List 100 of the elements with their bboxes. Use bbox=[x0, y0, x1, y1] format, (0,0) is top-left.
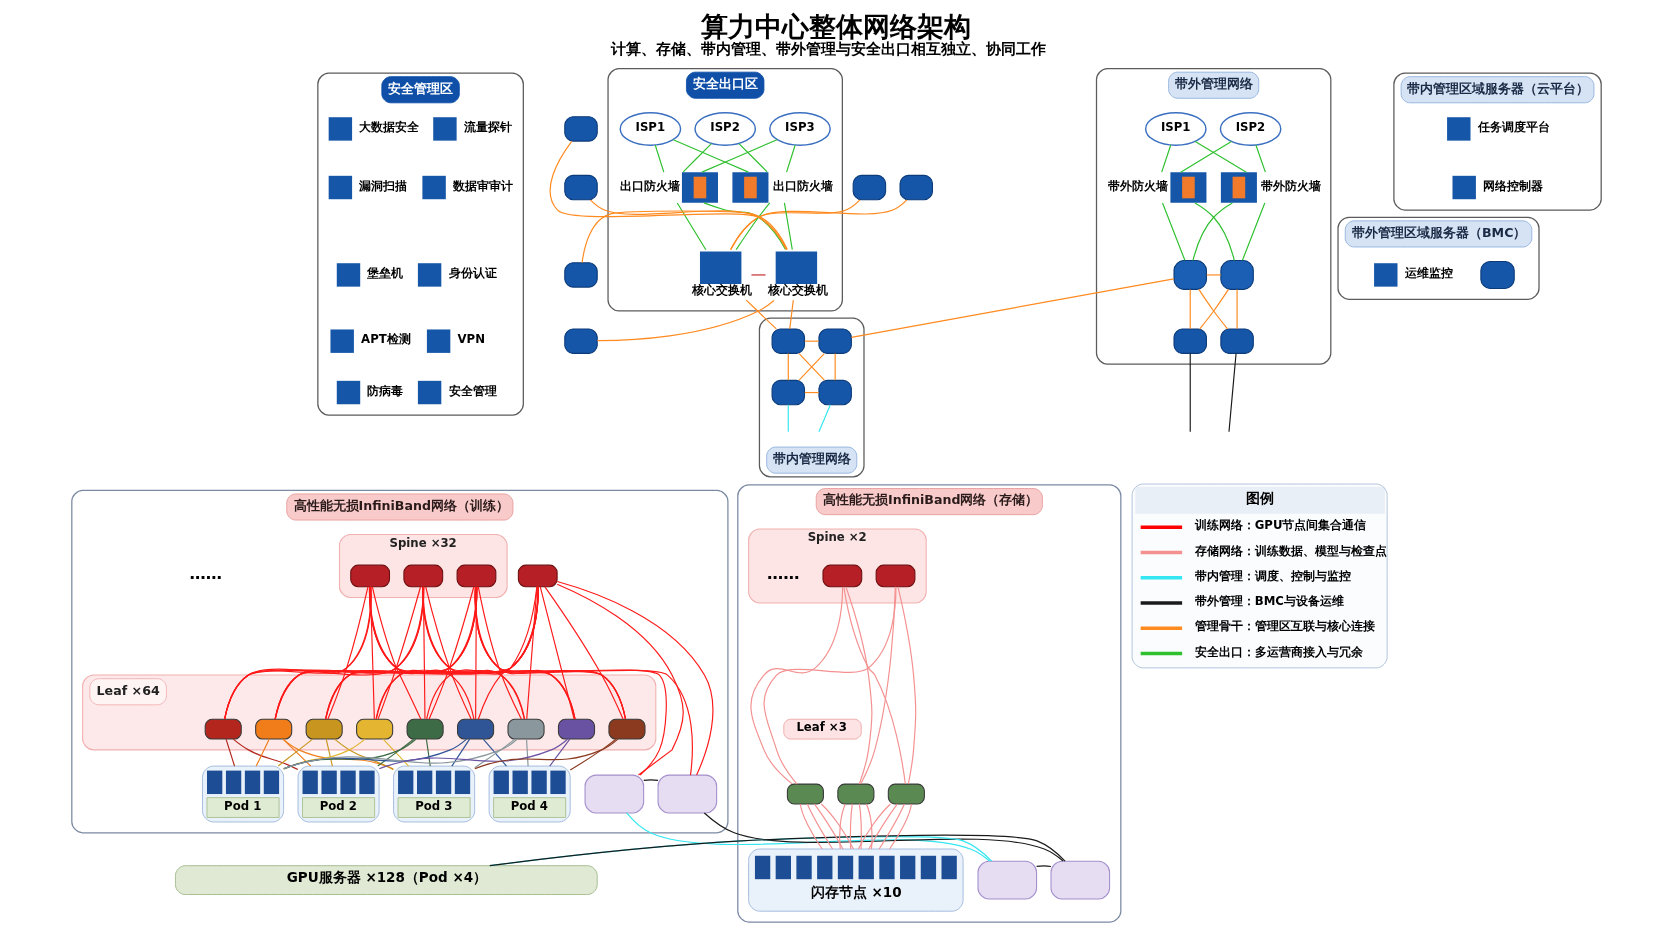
connector bbox=[474, 586, 575, 720]
node-box bbox=[817, 328, 852, 354]
node-box bbox=[1219, 328, 1254, 354]
connector bbox=[896, 586, 916, 785]
connector bbox=[333, 738, 394, 771]
connector bbox=[474, 586, 626, 720]
connector bbox=[1227, 352, 1237, 433]
node-label: 出口防火墙 bbox=[619, 178, 680, 193]
connector bbox=[749, 586, 843, 785]
connector bbox=[850, 278, 1174, 338]
node-box bbox=[426, 329, 450, 353]
connector bbox=[642, 779, 659, 781]
node-box bbox=[328, 175, 352, 200]
connector bbox=[785, 144, 796, 173]
connector bbox=[1189, 352, 1191, 433]
connector bbox=[858, 803, 862, 850]
connector bbox=[556, 583, 684, 776]
node-box bbox=[771, 328, 805, 354]
connector bbox=[421, 586, 525, 720]
connector bbox=[857, 803, 891, 850]
legend-label: 训练网络：GPU节点间集合通信 bbox=[1194, 518, 1366, 533]
connector bbox=[326, 586, 368, 720]
connector bbox=[838, 803, 846, 850]
connector bbox=[376, 738, 414, 767]
cluster: Spine ×32 bbox=[338, 533, 508, 599]
connector bbox=[477, 586, 522, 720]
node-label: 带外防火墙 bbox=[1107, 178, 1168, 193]
connector bbox=[382, 738, 409, 767]
node-ellipse: ISP2 bbox=[693, 112, 756, 146]
connector bbox=[788, 299, 794, 330]
node-box bbox=[1172, 328, 1207, 354]
node-box bbox=[836, 783, 874, 805]
node-box bbox=[417, 263, 441, 287]
connector bbox=[799, 803, 823, 850]
node-box bbox=[1049, 860, 1110, 900]
connector bbox=[676, 202, 706, 251]
connector bbox=[421, 586, 626, 720]
node-box bbox=[1169, 172, 1206, 203]
connector bbox=[625, 812, 990, 862]
node-label: APT检测 bbox=[360, 332, 411, 347]
node-label: 漏洞扫描 bbox=[358, 178, 407, 193]
connector bbox=[421, 586, 576, 720]
connector bbox=[273, 586, 539, 720]
connector bbox=[1035, 865, 1052, 868]
connector bbox=[865, 803, 873, 850]
node-box bbox=[557, 718, 595, 740]
node-label: 大数据安全 bbox=[358, 120, 419, 135]
connector bbox=[820, 803, 854, 850]
connector bbox=[798, 353, 825, 381]
connector bbox=[729, 199, 907, 251]
connector bbox=[672, 139, 749, 173]
connector bbox=[274, 586, 371, 720]
node-box bbox=[1220, 172, 1257, 203]
connector bbox=[1254, 144, 1266, 173]
connector bbox=[1189, 288, 1191, 330]
node-box bbox=[821, 564, 862, 588]
connector bbox=[787, 353, 789, 381]
connector bbox=[425, 586, 539, 720]
node-label: 任务调度平台 bbox=[1477, 120, 1550, 135]
node-box bbox=[432, 117, 457, 141]
node-box bbox=[355, 718, 393, 740]
connector bbox=[1194, 140, 1247, 173]
legend-label: 管理骨干：管理区互联与核心连接 bbox=[1194, 619, 1375, 634]
node-box bbox=[899, 174, 933, 201]
node-label: 安全管理 bbox=[448, 383, 497, 398]
connector bbox=[525, 586, 538, 720]
connector bbox=[596, 299, 775, 342]
connector bbox=[325, 738, 333, 767]
node-box bbox=[681, 172, 718, 203]
node-box bbox=[349, 564, 390, 588]
node-box bbox=[731, 172, 768, 203]
connector bbox=[700, 139, 778, 173]
connector bbox=[324, 586, 539, 720]
connector bbox=[282, 738, 518, 770]
connector bbox=[274, 586, 477, 720]
node-box bbox=[875, 564, 915, 588]
node-box bbox=[336, 263, 360, 287]
legend-label: 存储网络：训练数据、模型与检查点 bbox=[1194, 543, 1387, 558]
node-box bbox=[1219, 259, 1254, 290]
connector bbox=[745, 299, 777, 330]
connector bbox=[1236, 288, 1238, 330]
connector bbox=[224, 738, 235, 767]
node-box bbox=[456, 718, 494, 740]
connector bbox=[324, 586, 477, 720]
node-box bbox=[775, 251, 817, 284]
legend-label: 带外管理：BMC与设备运维 bbox=[1194, 594, 1344, 609]
node-box bbox=[1446, 117, 1470, 141]
node-box: Leaf ×3 bbox=[782, 718, 862, 740]
node-box bbox=[699, 251, 741, 284]
connector bbox=[849, 803, 853, 850]
node-box bbox=[506, 718, 545, 740]
connector bbox=[525, 738, 529, 767]
connector bbox=[888, 803, 912, 850]
connector bbox=[539, 586, 575, 720]
node-box bbox=[887, 783, 925, 805]
node-box bbox=[817, 379, 852, 406]
node-label: 运维监控 bbox=[1404, 266, 1453, 281]
connector bbox=[703, 812, 1064, 862]
connector bbox=[450, 738, 470, 767]
connector bbox=[1205, 274, 1221, 276]
